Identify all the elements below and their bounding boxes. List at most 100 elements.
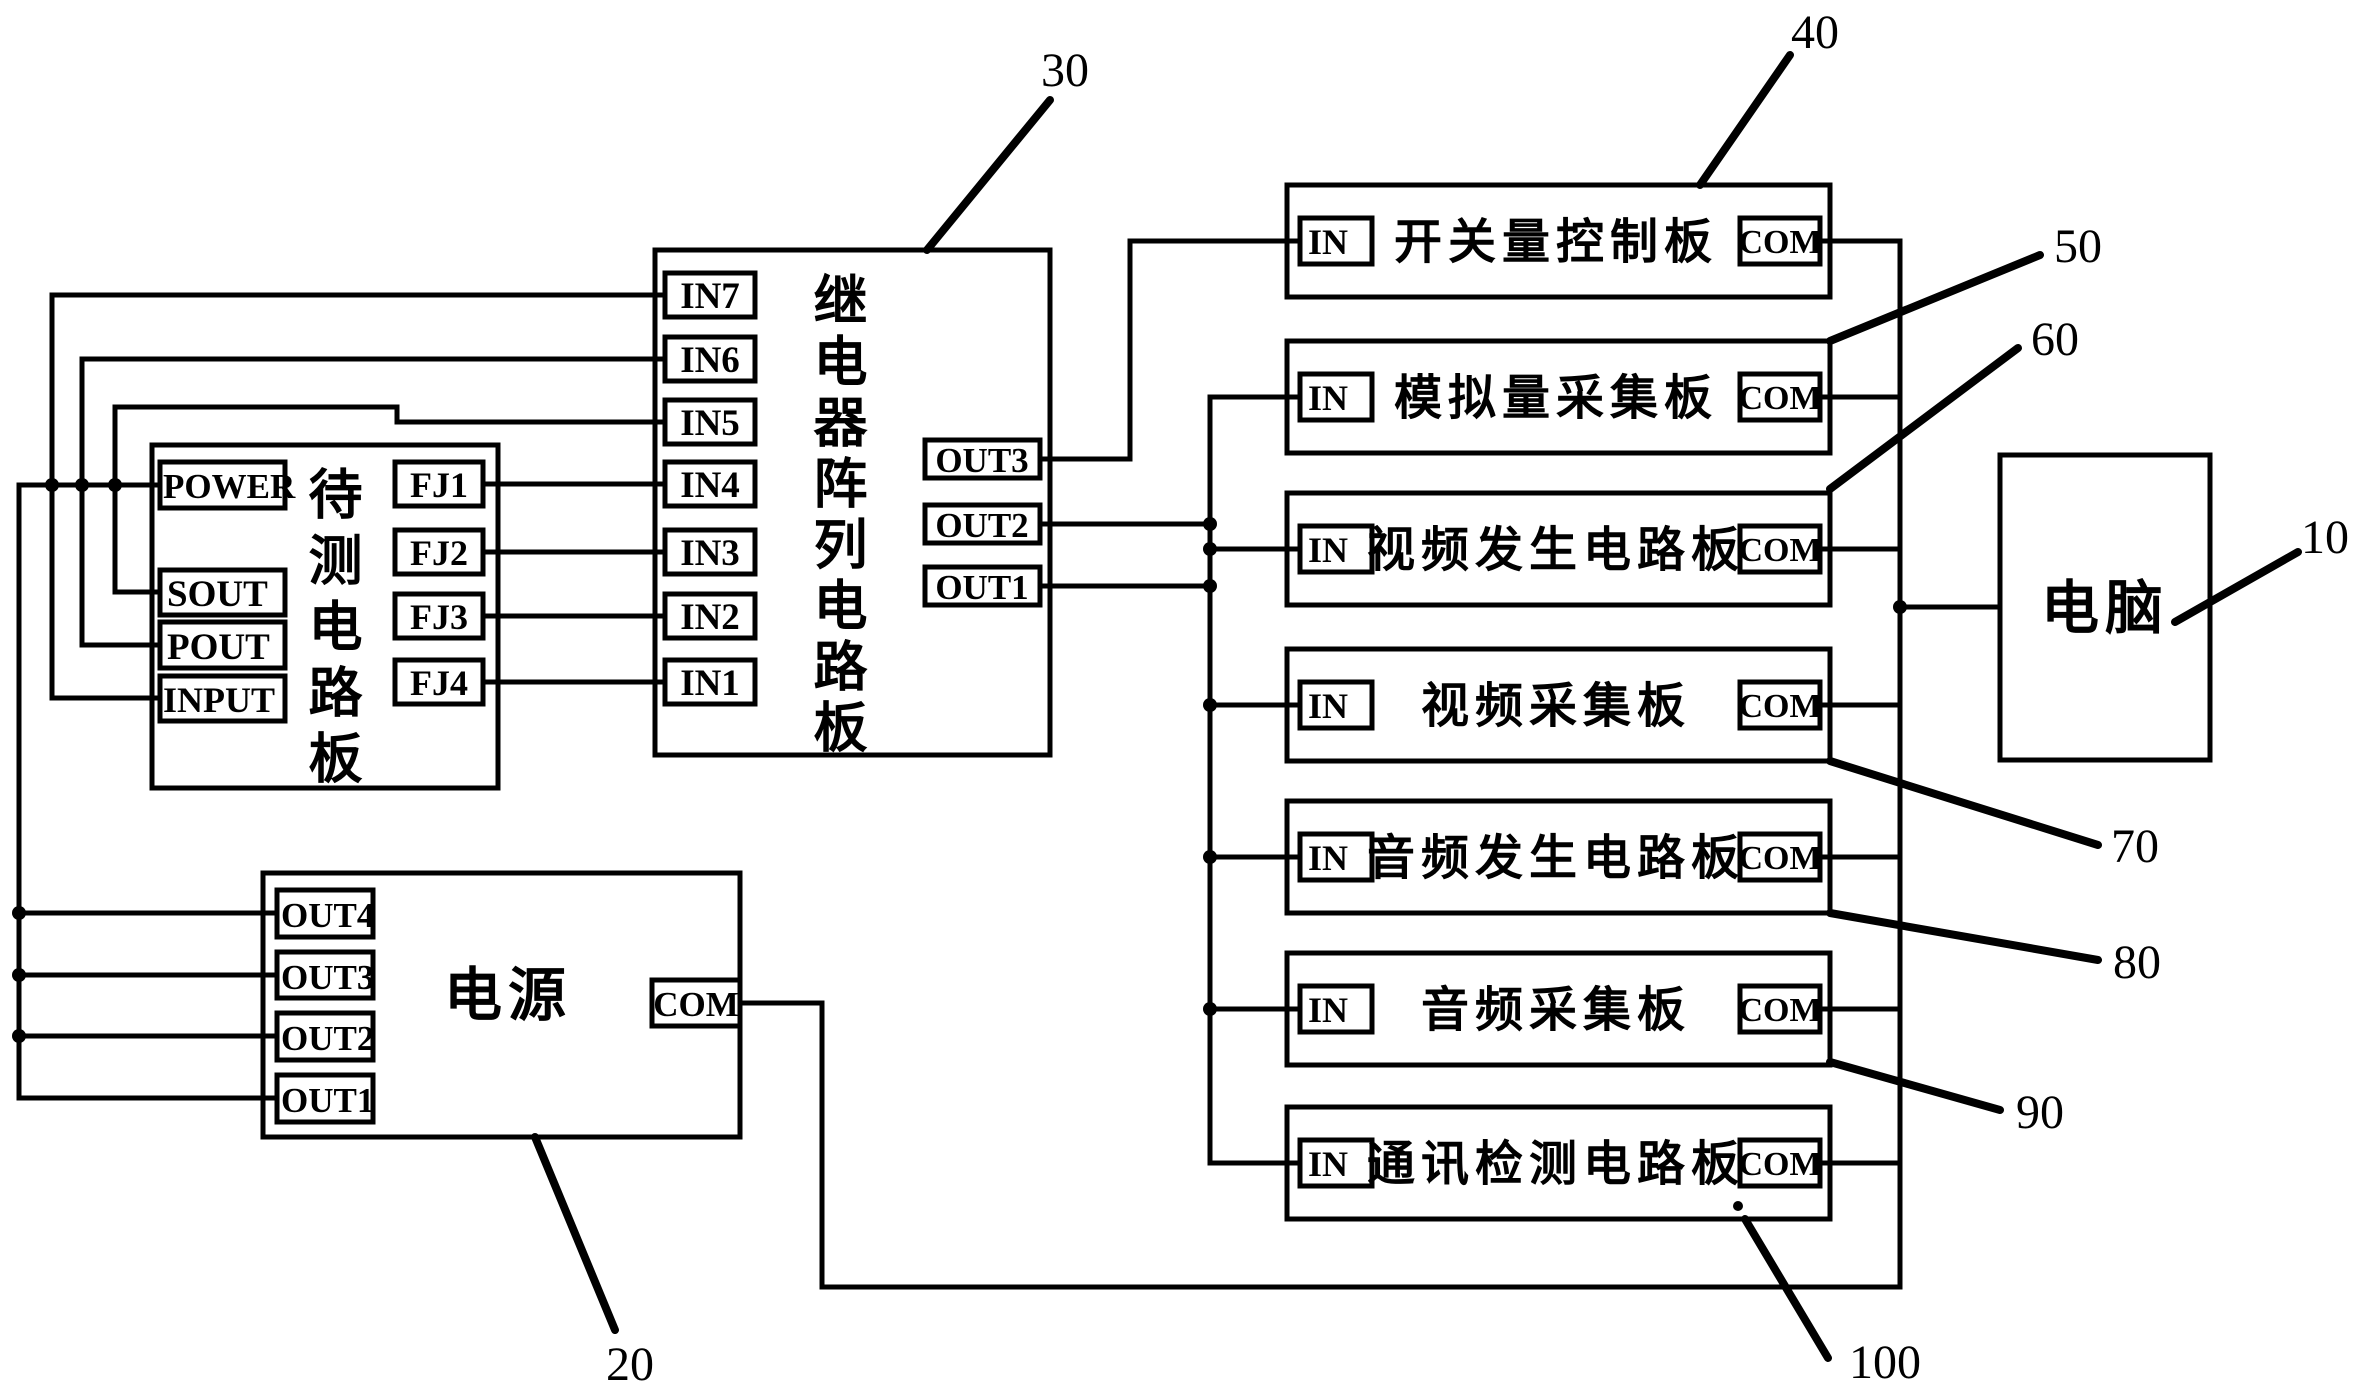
board-com-box — [1737, 1137, 1823, 1189]
board-in-label: IN — [1308, 222, 1348, 262]
relay-array-outline — [652, 247, 1053, 758]
board-name: 视频采集板 — [1421, 680, 1691, 733]
board-com-label: COM — [1738, 532, 1821, 569]
junction-dot — [1893, 600, 1907, 614]
out3-box — [922, 437, 1043, 481]
fj3-box — [392, 591, 486, 641]
leader-line-80 — [1826, 909, 2102, 964]
board-com-label: COM — [1738, 992, 1821, 1029]
junction-dot — [1203, 1002, 1217, 1016]
board-name: 视频发生电路板 — [1367, 524, 1745, 577]
input-port-box — [157, 673, 288, 724]
board-name: 音频采集板 — [1421, 984, 1691, 1037]
ref-40: 40 — [1791, 6, 1839, 59]
board-name: 模拟量采集板 — [1394, 372, 1718, 425]
ref-10: 10 — [2301, 511, 2349, 564]
board-in-box — [1297, 983, 1375, 1035]
board-com-box — [1737, 215, 1823, 267]
board-90-audio-acquisition: IN 音频采集板 COM — [1284, 950, 1833, 1068]
board-in-box — [1297, 523, 1375, 575]
fj2-box — [392, 527, 486, 577]
junction-dot — [12, 1029, 26, 1043]
board-in-box — [1297, 215, 1375, 267]
power-supply-block: 电源 OUT4 OUT3 OUT2 OUT1 COM — [260, 870, 743, 1140]
board-60-video-generator: IN 视频发生电路板 COM — [1284, 490, 1833, 608]
sout-port-label: SOUT — [167, 574, 268, 615]
board-100-comm-test: IN 通讯检测电路板 COM — [1284, 1104, 1833, 1222]
board-com-label: COM — [1738, 380, 1821, 417]
leader-line-60 — [1826, 344, 2022, 493]
in5-label: IN5 — [680, 403, 740, 444]
board-com-box — [1737, 831, 1823, 883]
leader-line-70 — [1826, 757, 2102, 849]
out3-label: OUT3 — [935, 441, 1028, 480]
junction-dot — [12, 968, 26, 982]
junction-dots — [12, 478, 1907, 1211]
board-outline — [1284, 1104, 1833, 1222]
in1-box — [662, 657, 758, 707]
board-outline — [1284, 338, 1833, 456]
psu-out1-label: OUT1 — [281, 1081, 374, 1120]
junction-dot — [108, 478, 122, 492]
computer-label: 电脑 — [2041, 576, 2169, 641]
pout-port-label: POUT — [167, 627, 270, 668]
computer-block: 电脑 — [1997, 452, 2213, 763]
out2-box — [922, 502, 1043, 546]
in7-label: IN7 — [680, 276, 740, 317]
board-com-box — [1737, 983, 1823, 1035]
psu-out3-label: OUT3 — [281, 958, 374, 997]
ref-60: 60 — [2031, 313, 2079, 366]
computer-outline — [1997, 452, 2213, 763]
psu-com-box — [649, 977, 743, 1029]
power-port-label: POWER — [163, 467, 296, 506]
junction-dot — [1203, 517, 1217, 531]
board-in-box — [1297, 679, 1375, 731]
board-com-box — [1737, 523, 1823, 575]
out1-box — [922, 564, 1043, 608]
board-com-label: COM — [1738, 224, 1821, 261]
board-in-label: IN — [1308, 378, 1348, 418]
board-com-label: COM — [1738, 840, 1821, 877]
psu-out4-label: OUT4 — [281, 896, 374, 935]
board-outline — [1284, 490, 1833, 608]
fj4-label: FJ4 — [410, 663, 468, 703]
stray-dot — [1733, 1201, 1743, 1211]
leader-line-40 — [1696, 51, 1794, 189]
board-outline — [1284, 646, 1833, 764]
wire-psu-com — [737, 1000, 1903, 1290]
psu-out3-box — [274, 949, 376, 1001]
reference-labels: 30 40 50 60 10 70 80 90 100 20 — [531, 6, 2349, 1391]
dut-board-block: 待测电路板 POWER SOUT POUT INPUT FJ1 FJ2 FJ3 … — [149, 442, 501, 796]
wire-out3-board40 — [1037, 238, 1303, 462]
junction-dot — [1203, 579, 1217, 593]
leader-line-10 — [2171, 548, 2302, 626]
ref-20: 20 — [606, 1338, 654, 1391]
board-outline — [1284, 950, 1833, 1068]
in3-label: IN3 — [680, 533, 740, 574]
board-com-box — [1737, 371, 1823, 423]
dut-board-outline — [149, 442, 501, 791]
in7-box — [662, 270, 758, 320]
out1-label: OUT1 — [935, 568, 1028, 607]
junction-dot — [1203, 850, 1217, 864]
power-port-box — [157, 459, 288, 511]
leader-line-30 — [923, 96, 1054, 254]
board-name: 通讯检测电路板 — [1367, 1138, 1745, 1191]
board-com-box — [1737, 679, 1823, 731]
junction-dot — [1203, 542, 1217, 556]
in1-label: IN1 — [680, 663, 740, 704]
board-in-label: IN — [1308, 990, 1348, 1030]
board-name: 音频发生电路板 — [1367, 832, 1745, 885]
fj1-label: FJ1 — [410, 465, 468, 505]
in6-box — [662, 334, 758, 384]
board-80-audio-generator: IN 音频发生电路板 COM — [1284, 798, 1833, 916]
board-com-label: COM — [1738, 1146, 1821, 1183]
leader-line-100 — [1741, 1215, 1832, 1362]
junction-dot — [1203, 698, 1217, 712]
leader-line-20 — [531, 1133, 619, 1334]
in2-box — [662, 591, 758, 641]
psu-out4-box — [274, 887, 376, 940]
junction-dot — [12, 906, 26, 920]
board-in-label: IN — [1308, 838, 1348, 878]
